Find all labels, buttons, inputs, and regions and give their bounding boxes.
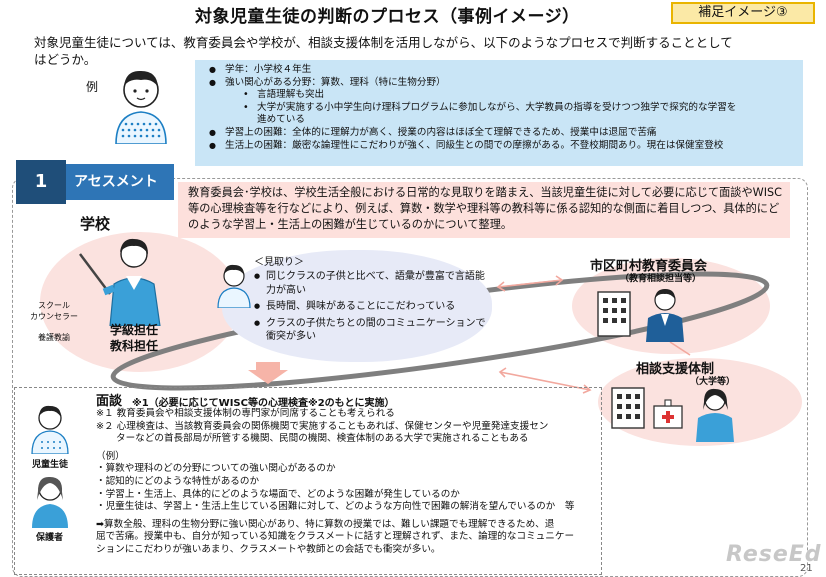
observation-item: クラスの子供たちとの間のコミュニケーションで衝突が多い	[254, 317, 490, 344]
interview-body: ※１ 教育委員会や相談支援体制の専門家が同席することも考えられる ※２ 心理検査…	[96, 408, 601, 557]
profile-grade: 学年：小学校４年生	[209, 64, 793, 77]
profile-program-cont: 進めている	[257, 114, 305, 126]
profile-life-difficulty: 生活上の困難：厳密な論理性にこだわりが強く、同級生との間での摩擦がある。不登校期…	[209, 140, 793, 153]
support-system-sub: （大学等）	[690, 377, 736, 387]
board-of-education-title: 市区町村教育委員会	[590, 259, 708, 274]
university-staff-icon	[696, 388, 734, 442]
homeroom-teacher-label: 学級担任 教科担任	[110, 322, 158, 354]
teacher-line-1: 学級担任	[110, 323, 159, 337]
teacher-icon	[79, 238, 161, 326]
step-number: 1	[16, 160, 66, 204]
counselor-line-1: スクール	[38, 301, 70, 310]
page-title: 対象児童生徒の判断のプロセス（事例イメージ）	[195, 7, 580, 27]
teacher-line-2: 教科担任	[110, 339, 159, 353]
down-arrow-icon	[248, 362, 288, 384]
observation-item: 同じクラスの子供と比べて、語彙が豊富で言語能力が高い	[254, 270, 490, 297]
student-small-avatar-icon	[217, 264, 251, 308]
intro-line-2: はどうか。	[34, 52, 97, 67]
interview-result: ションにこだわりが強いあまり、クラスメートや教師との会話でも衝突が多い。	[96, 543, 441, 555]
interview-question: ・学習上・生活上、具体的にどのような場面で、どのような困難が発生しているのか	[96, 488, 460, 500]
assessment-description: 教育委員会･学校は、学校生活全般における日常的な見取りを踏まえ、当該児童生徒に対…	[178, 182, 790, 238]
board-of-education-sub: （教育相談担当等）	[620, 274, 702, 284]
observation-notes: ＜見取り＞ 同じクラスの子供と比べて、語彙が豊富で言語能力が高い 長時間、興味が…	[254, 256, 490, 346]
interview-note: ※1（必要に応じてWISC等の心理検査※2のもとに実施）	[132, 398, 395, 409]
profile-learning-difficulty: 学習上の困難：全体的に理解力が高く、授業の内容はほぼ全て理解できるため、授業中は…	[209, 127, 793, 140]
profile-language: 言語理解も突出	[209, 89, 793, 102]
interview-note-1: ※１ 教育委員会や相談支援体制の専門家が同席することも考えられる	[96, 408, 395, 419]
interview-note-2-cont: ターなどの首長部局が所管する機関、民間の機関、検査体制のある大学で実施されること…	[116, 433, 529, 445]
profile-interest: 強い関心がある分野：算数、理科（特に生物分野）	[209, 77, 793, 90]
student-avatar-small-icon	[31, 405, 69, 454]
interview-example-label: （例）	[96, 450, 125, 462]
observation-item: 長時間、興味があることにこだわっている	[254, 300, 490, 314]
interview-note-2: ※２ 心理検査は、当該教育委員会の関係機関で実施することもあれば、保健センターや…	[96, 420, 549, 432]
page-number: 21	[800, 563, 813, 574]
building-icon	[597, 291, 631, 337]
interview-question: ・児童生徒は、学習上・生活上生じている困難に対して、どのような方向性で困難の解消…	[96, 501, 575, 513]
observation-heading: ＜見取り＞	[254, 257, 304, 268]
interview-question: ・算数や理科のどの分野についての強い関心があるのか	[96, 463, 336, 475]
profile-program: 大学が実施する小中学生向け理科プログラムに参加しながら、大学教員の指導を受けつつ…	[209, 102, 793, 115]
student-avatar-icon	[115, 70, 167, 144]
board-staff-icon	[646, 289, 684, 342]
intro-line-1: 対象児童生徒については、教育委員会や学校が、相談支援体制を活用しながら、以下のよ…	[34, 35, 733, 50]
school-nurse-label: 養護教諭	[38, 333, 70, 342]
intro-text: 対象児童生徒については、教育委員会や学校が、相談支援体制を活用しながら、以下のよ…	[34, 34, 814, 68]
interview-question: ・認知的にどのような特性があるのか	[96, 475, 260, 487]
supplement-badge: 補足イメージ③	[671, 2, 815, 24]
university-building-icon	[611, 387, 645, 429]
student-label: 児童生徒	[32, 460, 69, 470]
example-label: 例	[86, 80, 99, 94]
interview-result: ➡算数全般、理科の生物分野に強い関心があり、特に算数の授業では、難しい課題でも理…	[96, 518, 555, 530]
interview-title: 面談	[96, 394, 123, 409]
resemom-logo: ReseEd	[726, 542, 822, 567]
example-profile-box: 学年：小学校４年生 強い関心がある分野：算数、理科（特に生物分野） 言語理解も突…	[195, 60, 803, 166]
guardian-icon	[32, 476, 68, 528]
school-counselor-label: スクール カウンセラー	[30, 300, 78, 322]
school-label: 学校	[80, 215, 111, 233]
step-label: アセスメント	[66, 164, 174, 200]
support-system-title: 相談支援体制	[636, 362, 715, 377]
interview-frame	[14, 387, 602, 575]
counselor-line-2: カウンセラー	[30, 312, 78, 321]
guardian-label: 保護者	[36, 533, 64, 543]
hospital-icon	[653, 399, 683, 429]
interview-result: 屈で苦痛。授業中も、自分が知っている知識をクラスメートに話すと理解されず、また、…	[96, 531, 575, 543]
